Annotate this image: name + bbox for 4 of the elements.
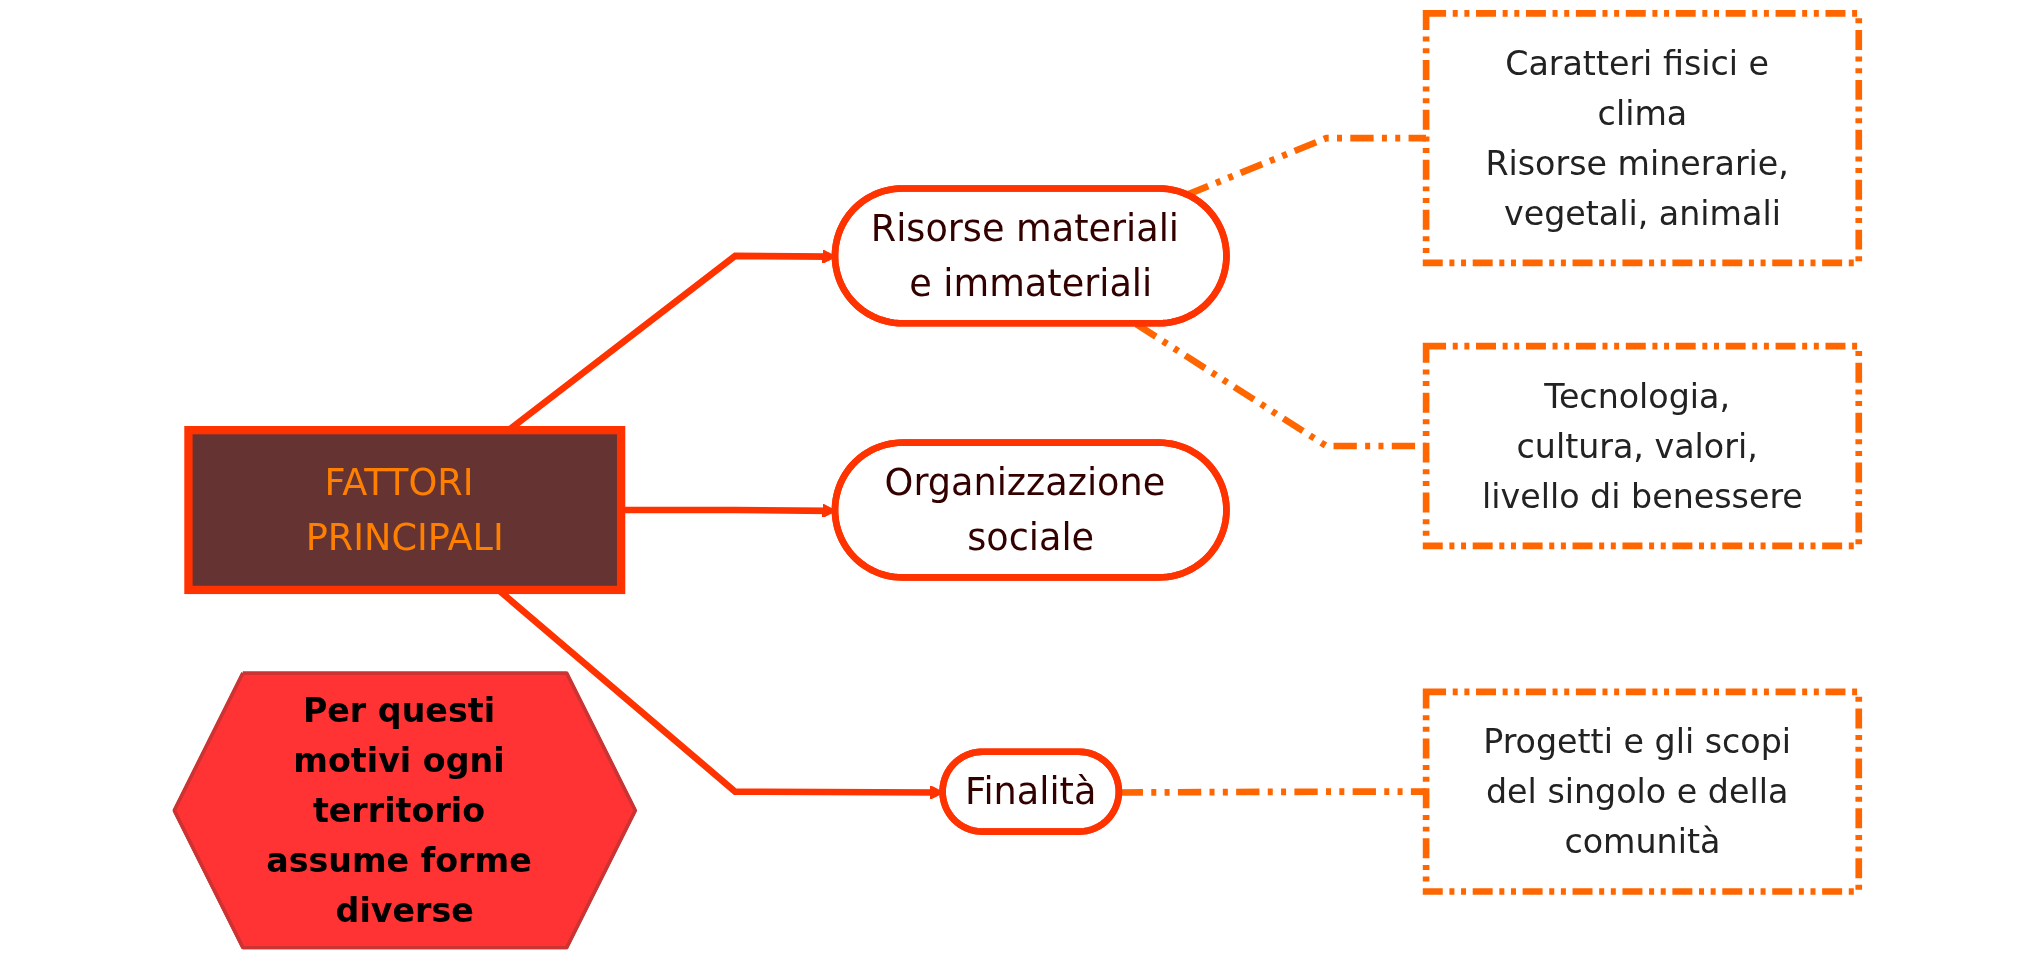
node-box: Caratteri fisici e clima Risorse minerarie, vegetali, animali — [1422, 10, 1863, 267]
node-box: Tecnologia, cultura, valori, livello di benessere — [1422, 342, 1863, 550]
node-box: Progetti e gli scopi del singolo e della comunità — [1422, 688, 1863, 895]
node-box: FATTORI PRINCIPALI — [184, 426, 626, 595]
